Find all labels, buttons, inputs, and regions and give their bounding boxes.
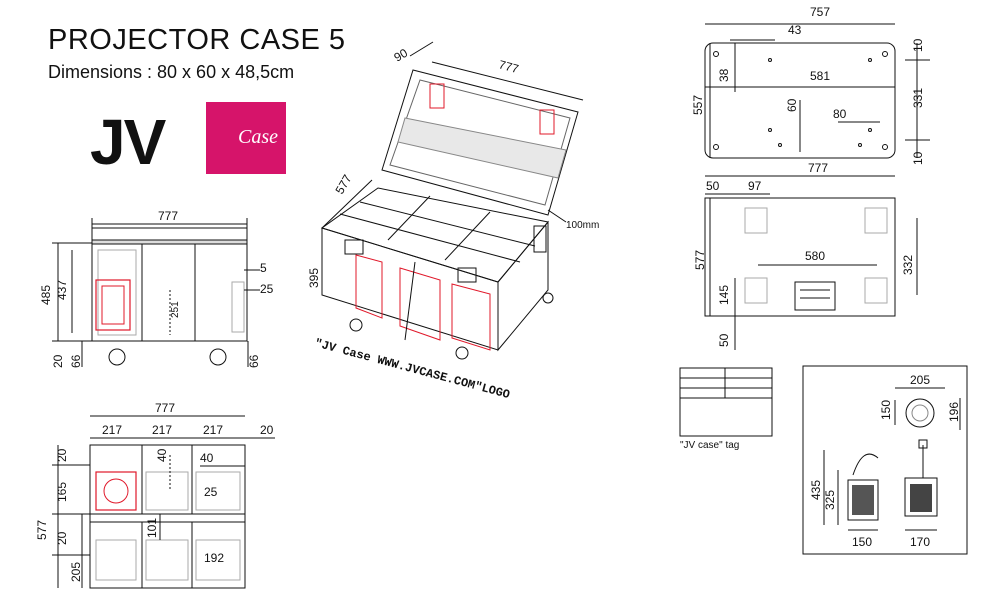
logo-jv-text: JV — [90, 106, 166, 178]
lid-dim-43-label: 43 — [788, 23, 802, 37]
top-dim-101-label: 101 — [145, 518, 159, 538]
persp-logo-url-label: "JV Case WWW.JVCASE.COM"LOGO — [313, 336, 511, 402]
logo-pink-box — [206, 102, 286, 174]
top-dim-40b-label: 40 — [200, 451, 214, 465]
bottom-dim-577-label: 577 — [693, 250, 707, 270]
bottom-dim-145-label: 145 — [717, 285, 731, 305]
bottom-dim-97-label: 97 — [748, 179, 762, 193]
fixture-dim-435-label: 435 — [809, 480, 823, 500]
front-height-437-label: 437 — [55, 280, 69, 300]
top-dim-192-label: 192 — [204, 551, 224, 565]
persp-dim-90-label: 90 — [392, 46, 411, 65]
lid-dim-60-label: 60 — [785, 98, 799, 112]
logo-case-text: Case — [238, 126, 278, 148]
front-dim-66b-label: 66 — [247, 354, 261, 368]
bottom-dim-50b-label: 50 — [717, 333, 731, 347]
top-dim-40a-label: 40 — [155, 448, 169, 462]
dimensions-subtitle: Dimensions : 80 x 60 x 48,5cm — [48, 62, 295, 82]
lid-dim-331-label: 331 — [911, 88, 925, 108]
lid-dim-10b-label: 10 — [911, 151, 925, 165]
perspective-case — [320, 41, 584, 360]
front-view — [52, 218, 260, 367]
front-dim-251-label: 251 — [170, 301, 181, 318]
top-dim-25-label: 25 — [204, 485, 218, 499]
lid-view — [704, 23, 930, 159]
fixture-dim-196-label: 196 — [947, 402, 961, 422]
tag-caption: "JV case" tag — [680, 440, 740, 451]
fixture-dim-325-label: 325 — [823, 490, 837, 510]
lid-dim-80-label: 80 — [833, 107, 847, 121]
bottom-view — [704, 175, 918, 350]
fixture-dim-150b-label: 150 — [852, 535, 872, 549]
page-title: PROJECTOR CASE 5 — [48, 24, 346, 56]
top-col-1-label: 217 — [102, 423, 122, 437]
jv-case-tag — [679, 367, 773, 437]
top-dim-20-left-label: 20 — [55, 448, 69, 462]
lid-dim-581-label: 581 — [810, 69, 830, 83]
front-dim-5-label: 5 — [260, 261, 267, 275]
top-dim-165-label: 165 — [55, 482, 69, 502]
lid-dim-757-label: 757 — [810, 5, 830, 19]
fixture-dim-170-label: 170 — [910, 535, 930, 549]
front-dim-25-label: 25 — [260, 282, 274, 296]
bottom-dim-777-label: 777 — [808, 161, 828, 175]
top-view — [52, 415, 275, 589]
fixture-dim-205-label: 205 — [910, 373, 930, 387]
bottom-dim-580-label: 580 — [805, 249, 825, 263]
top-dim-20b-label: 20 — [55, 531, 69, 545]
persp-dim-577-label: 577 — [332, 172, 354, 197]
bottom-dim-50a-label: 50 — [706, 179, 720, 193]
front-height-485-label: 485 — [39, 285, 53, 305]
lid-dim-557-label: 557 — [691, 95, 705, 115]
bottom-dim-332-label: 332 — [901, 255, 915, 275]
lid-dim-10a-label: 10 — [911, 38, 925, 52]
top-width-label: 777 — [155, 401, 175, 415]
front-dim-66a-label: 66 — [69, 354, 83, 368]
top-col-3-label: 217 — [203, 423, 223, 437]
persp-dim-395-label: 395 — [307, 268, 321, 288]
persp-dim-777-label: 777 — [497, 57, 520, 76]
top-dim-205-label: 205 — [69, 562, 83, 582]
fixture-dim-150a-label: 150 — [879, 400, 893, 420]
persp-dim-100mm-label: 100mm — [566, 220, 599, 231]
top-depth-577-label: 577 — [35, 520, 49, 540]
lid-dim-38-label: 38 — [717, 68, 731, 82]
jv-case-logo: JV Case — [90, 100, 290, 180]
fixture-views — [802, 365, 968, 555]
top-dim-20-right-label: 20 — [260, 423, 274, 437]
top-col-2-label: 217 — [152, 423, 172, 437]
front-dim-20-label: 20 — [51, 354, 65, 368]
front-width-label: 777 — [158, 209, 178, 223]
